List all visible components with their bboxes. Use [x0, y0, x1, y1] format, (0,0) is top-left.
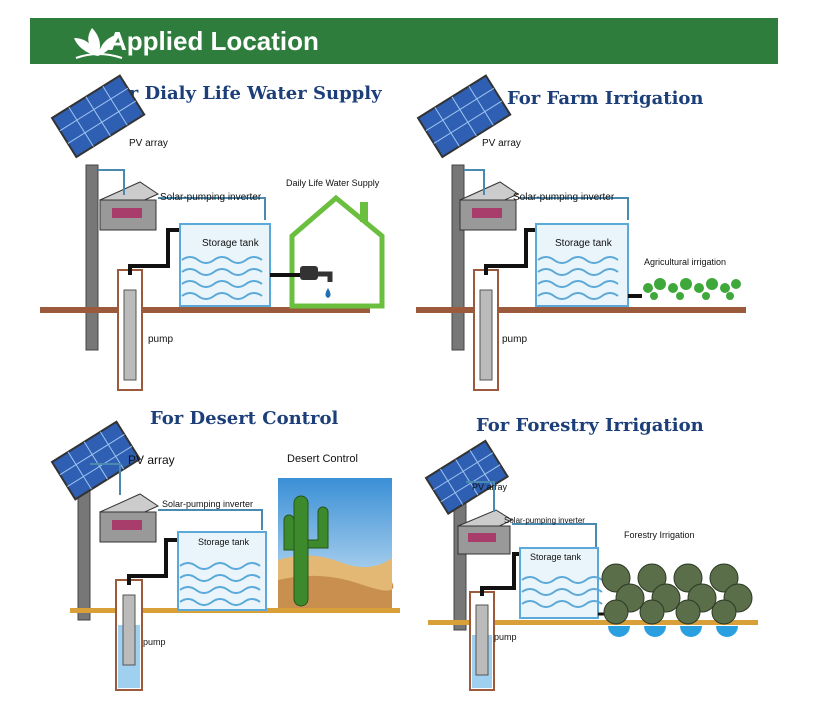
- panel-forestry-irrigation: For Forestry Irrigation: [410, 400, 810, 720]
- tank-label: Storage tank: [555, 238, 612, 249]
- inverter-label: Solar-pumping inverter: [513, 192, 615, 203]
- water-drops: [608, 626, 738, 637]
- inverter-label: Solar-pumping inverter: [162, 499, 254, 509]
- application-label: Forestry Irrigation: [624, 530, 695, 540]
- pv-array-label: PV array: [128, 453, 175, 467]
- panel-daily-water: For Dialy Life Water Supply: [0, 70, 400, 391]
- diagram-farm-irrigation: [416, 74, 746, 391]
- solar-panel-icon: [416, 74, 512, 159]
- application-label: Desert Control: [287, 453, 358, 465]
- header-banner: Applied Location: [30, 18, 778, 64]
- tank-label: Storage tank: [530, 552, 582, 562]
- inverter-icon: [98, 181, 160, 231]
- solar-panel-icon: [424, 439, 509, 515]
- pv-array-label: PV array: [482, 138, 521, 149]
- inverter-icon: [98, 493, 160, 543]
- inverter-label: Solar-pumping inverter: [160, 192, 262, 203]
- water-tap-icon: [270, 266, 333, 298]
- pv-array-label: PV array: [129, 138, 168, 149]
- panel-farm-irrigation: For Farm Irrigation PV array Solar-pumpi…: [380, 70, 780, 391]
- panel-title: For Dialy Life Water Supply: [105, 83, 382, 104]
- application-label: Agricultural irrigation: [644, 257, 727, 267]
- page-title: Applied Location: [108, 26, 319, 56]
- diagram-forestry-irrigation: [424, 439, 758, 691]
- tank-label: Storage tank: [202, 238, 259, 249]
- panel-title: For Forestry Irrigation: [476, 415, 704, 436]
- panel-desert-control: For Desert Control: [0, 400, 400, 720]
- house-icon: [289, 194, 385, 309]
- panel-title: For Farm Irrigation: [507, 88, 704, 109]
- application-label: Daily Life Water Supply: [286, 178, 380, 188]
- diagram-daily-water: [40, 74, 385, 391]
- solar-panel-icon: [50, 74, 146, 159]
- tank-label: Storage tank: [198, 537, 250, 547]
- pump-label: pump: [148, 334, 174, 345]
- inverter-icon: [458, 181, 520, 231]
- panel-title: For Desert Control: [150, 408, 339, 429]
- trees-icon: [601, 563, 753, 637]
- cactus-icon: [283, 495, 329, 607]
- diagram-desert-control: [50, 420, 400, 691]
- pump-label: pump: [143, 637, 166, 647]
- leaf-logo-icon: [74, 28, 123, 59]
- pump-label: pump: [494, 632, 517, 642]
- pv-array-label: PV array: [472, 482, 508, 492]
- pump-label: pump: [502, 334, 528, 345]
- crops-icon: [643, 278, 741, 300]
- inverter-icon: [457, 509, 514, 555]
- inverter-label: Solar-pumping inverter: [504, 516, 585, 525]
- solar-panel-icon: [50, 420, 142, 501]
- desert-scene-image: [278, 478, 394, 608]
